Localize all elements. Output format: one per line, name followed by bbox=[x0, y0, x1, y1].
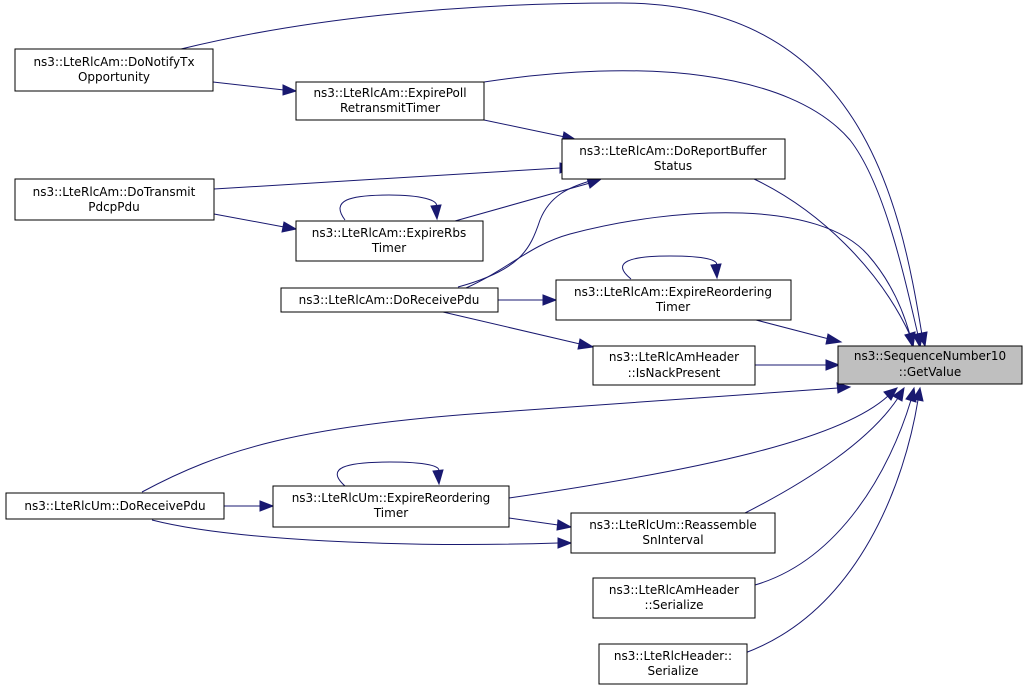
edge-arrowhead bbox=[282, 84, 298, 96]
edge-dotransmit-expirerbs bbox=[213, 213, 285, 228]
edge-expirerbs-self bbox=[339, 194, 437, 221]
node-expirepoll[interactable]: ns3::LteRlcAm::ExpirePoll RetransmitTime… bbox=[295, 81, 485, 121]
node-label-line: Timer bbox=[373, 506, 408, 520]
node-um-expirereordering[interactable]: ns3::LteRlcUm::ExpireReordering Timer bbox=[272, 485, 510, 528]
node-label-line: ::GetValue bbox=[899, 365, 961, 379]
node-dotransmit[interactable]: ns3::LteRlcAm::DoTransmit PdcpPdu bbox=[14, 178, 215, 221]
edge-amexpirereordering-self bbox=[622, 255, 718, 280]
node-label-line: SnInterval bbox=[642, 533, 703, 547]
edge-arrowhead bbox=[281, 221, 298, 233]
node-label-line: ns3::LteRlcHeader:: bbox=[614, 649, 732, 663]
edge-doreportbuffer-getvalue bbox=[751, 177, 911, 336]
node-label-line: Timer bbox=[371, 241, 406, 255]
node-label-line: ::Serialize bbox=[644, 598, 703, 612]
edge-amdoreceive-doreportbuffer bbox=[457, 180, 591, 288]
edge-expirepoll-getvalue bbox=[483, 70, 919, 336]
nodes: ns3::SequenceNumber10 ::GetValue ns3::Lt… bbox=[5, 48, 1023, 685]
edge-arrowhead bbox=[577, 338, 595, 350]
node-amheader-serialize[interactable]: ns3::LteRlcAmHeader ::Serialize bbox=[592, 577, 756, 619]
node-label-line: ns3::LteRlcAm::ExpirePoll bbox=[313, 86, 466, 100]
node-doreportbuffer[interactable]: ns3::LteRlcAm::DoReportBuffer Status bbox=[561, 138, 786, 180]
node-am-expirereordering[interactable]: ns3::LteRlcAm::ExpireReordering Timer bbox=[555, 279, 792, 321]
edges bbox=[141, 2, 928, 654]
edge-arrowhead bbox=[883, 387, 898, 401]
edge-arrowhead bbox=[825, 359, 841, 371]
edge-umdoreceive-reassemble bbox=[151, 519, 559, 545]
edge-arrowhead bbox=[430, 204, 442, 221]
edge-reassemble-getvalue bbox=[744, 397, 899, 514]
node-header-serialize[interactable]: ns3::LteRlcHeader:: Serialize bbox=[598, 643, 748, 685]
node-label-line: Serialize bbox=[648, 664, 699, 678]
node-expirerbs[interactable]: ns3::LteRlcAm::ExpireRbs Timer bbox=[295, 220, 484, 262]
edge-arrowhead bbox=[556, 519, 573, 531]
node-donotifytx[interactable]: ns3::LteRlcAm::DoNotifyTx Opportunity bbox=[14, 48, 214, 92]
node-reassemble[interactable]: ns3::LteRlcUm::Reassemble SnInterval bbox=[570, 512, 776, 554]
node-label-line: ns3::LteRlcAmHeader bbox=[609, 583, 739, 597]
node-label-line: ns3::LteRlcUm::ExpireReordering bbox=[292, 491, 491, 505]
edge-arrowhead bbox=[710, 263, 722, 280]
node-isnackpresent[interactable]: ns3::LteRlcAmHeader ::IsNackPresent bbox=[592, 345, 756, 386]
edge-arrowhead bbox=[892, 386, 905, 402]
node-label-line: ns3::LteRlcAmHeader bbox=[609, 350, 739, 364]
node-label-line: Opportunity bbox=[78, 70, 150, 84]
edge-arrowhead bbox=[912, 386, 924, 402]
edge-arrowhead bbox=[825, 333, 843, 345]
edge-arrowhead bbox=[259, 500, 275, 512]
node-label-line: ns3::LteRlcUm::Reassemble bbox=[589, 518, 757, 532]
node-um-doreceivepdu[interactable]: ns3::LteRlcUm::DoReceivePdu bbox=[5, 492, 225, 520]
edge-amdoreceive-getvalue bbox=[465, 212, 911, 336]
edge-donotifytx-expirepoll bbox=[212, 81, 285, 91]
edge-arrowhead bbox=[836, 382, 852, 394]
node-label-line: PdcpPdu bbox=[88, 200, 140, 214]
edge-expirepoll-doreportbuffer bbox=[483, 119, 566, 138]
edge-umexpirereordering-reassemble bbox=[508, 517, 559, 526]
edge-umdoreceive-getvalue bbox=[141, 387, 839, 493]
node-label-line: ns3::LteRlcAm::ExpireReordering bbox=[574, 285, 772, 299]
edge-amdoreceive-isnackpresent bbox=[442, 311, 581, 345]
edge-umexpirereordering-self bbox=[336, 461, 440, 487]
edge-arrowhead bbox=[432, 469, 444, 486]
edge-arrowhead bbox=[557, 537, 573, 549]
node-label-line: ns3::LteRlcAm::DoNotifyTx bbox=[33, 55, 194, 69]
edge-arrowhead bbox=[905, 386, 917, 403]
node-label-line: ns3::LteRlcAm::DoTransmit bbox=[33, 185, 196, 199]
node-label-line: ns3::LteRlcUm::DoReceivePdu bbox=[24, 499, 205, 513]
node-label-line: RetransmitTimer bbox=[340, 101, 440, 115]
node-label-line: ns3::LteRlcAm::DoReportBuffer bbox=[579, 144, 766, 158]
node-label-line: Status bbox=[654, 159, 692, 173]
edge-arrowhead bbox=[904, 332, 916, 349]
node-label-line: ::IsNackPresent bbox=[628, 366, 721, 380]
node-target-getvalue[interactable]: ns3::SequenceNumber10 ::GetValue bbox=[837, 345, 1023, 385]
edge-headerserialize-getvalue bbox=[744, 399, 919, 654]
edge-amexpirereordering-getvalue bbox=[755, 319, 830, 340]
node-label-line: ns3::LteRlcAm::DoReceivePdu bbox=[299, 293, 480, 307]
edge-arrowhead bbox=[912, 332, 924, 349]
node-label-line: ns3::SequenceNumber10 bbox=[854, 349, 1006, 363]
edge-umexpirereordering-getvalue bbox=[508, 395, 889, 499]
edge-arrowhead bbox=[542, 294, 558, 306]
edge-donotifytx-getvalue bbox=[180, 2, 923, 336]
edge-dotransmit-doreportbuffer bbox=[213, 167, 561, 190]
node-label-line: Timer bbox=[655, 300, 690, 314]
edge-amheaderserialize-getvalue bbox=[754, 399, 912, 586]
node-am-doreceivepdu[interactable]: ns3::LteRlcAm::DoReceivePdu bbox=[280, 287, 499, 313]
node-label-line: ns3::LteRlcAm::ExpireRbs bbox=[312, 226, 467, 240]
